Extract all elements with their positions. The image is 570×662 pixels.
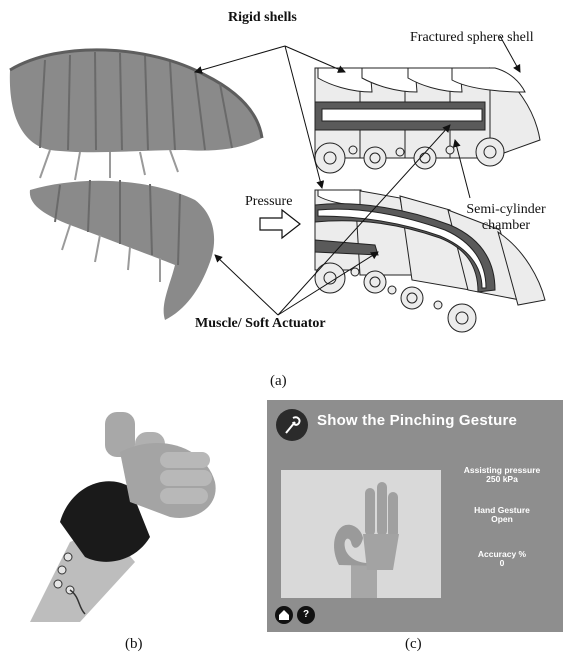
label-semi-cylinder-line1: Semi-cylinder bbox=[458, 202, 554, 218]
label-rigid-shells: Rigid shells bbox=[228, 10, 297, 26]
label-fractured-sphere-shell: Fractured sphere shell bbox=[410, 30, 534, 46]
hand-gesture-value: Open bbox=[447, 515, 557, 524]
pinch-gesture-hand bbox=[281, 470, 441, 598]
isopod-extended-image bbox=[10, 50, 262, 180]
hand-glove-photo bbox=[10, 392, 240, 622]
home-button[interactable] bbox=[275, 606, 293, 624]
hand-gesture-block: Hand Gesture Open bbox=[447, 506, 557, 524]
label-semi-cylinder-chamber: Semi-cylinder chamber bbox=[458, 202, 554, 234]
caption-a: (a) bbox=[270, 373, 287, 390]
isopod-curled-image bbox=[30, 180, 214, 320]
pressure-arrow bbox=[260, 210, 300, 238]
gesture-image-panel bbox=[281, 470, 441, 598]
screen-title: Show the Pinching Gesture bbox=[317, 412, 517, 429]
accuracy-block: Accuracy % 0 bbox=[447, 550, 557, 568]
caption-c: (c) bbox=[405, 636, 422, 653]
assist-pressure-value: 250 kPa bbox=[447, 475, 557, 484]
actuator-straight bbox=[315, 68, 540, 173]
app-screen: Show the Pinching Gesture Assisting pres… bbox=[267, 400, 563, 632]
home-icon bbox=[275, 606, 293, 624]
accuracy-value: 0 bbox=[447, 559, 557, 568]
assist-pressure-block: Assisting pressure 250 kPa bbox=[447, 466, 557, 484]
label-semi-cylinder-line2: chamber bbox=[458, 218, 554, 234]
label-pressure: Pressure bbox=[245, 194, 292, 210]
label-muscle-soft-actuator: Muscle/ Soft Actuator bbox=[195, 316, 326, 332]
help-button[interactable]: ? bbox=[297, 606, 315, 624]
diagram-a bbox=[0, 0, 570, 370]
caption-b: (b) bbox=[125, 636, 143, 653]
app-logo-icon bbox=[275, 408, 309, 442]
help-icon: ? bbox=[303, 609, 309, 620]
